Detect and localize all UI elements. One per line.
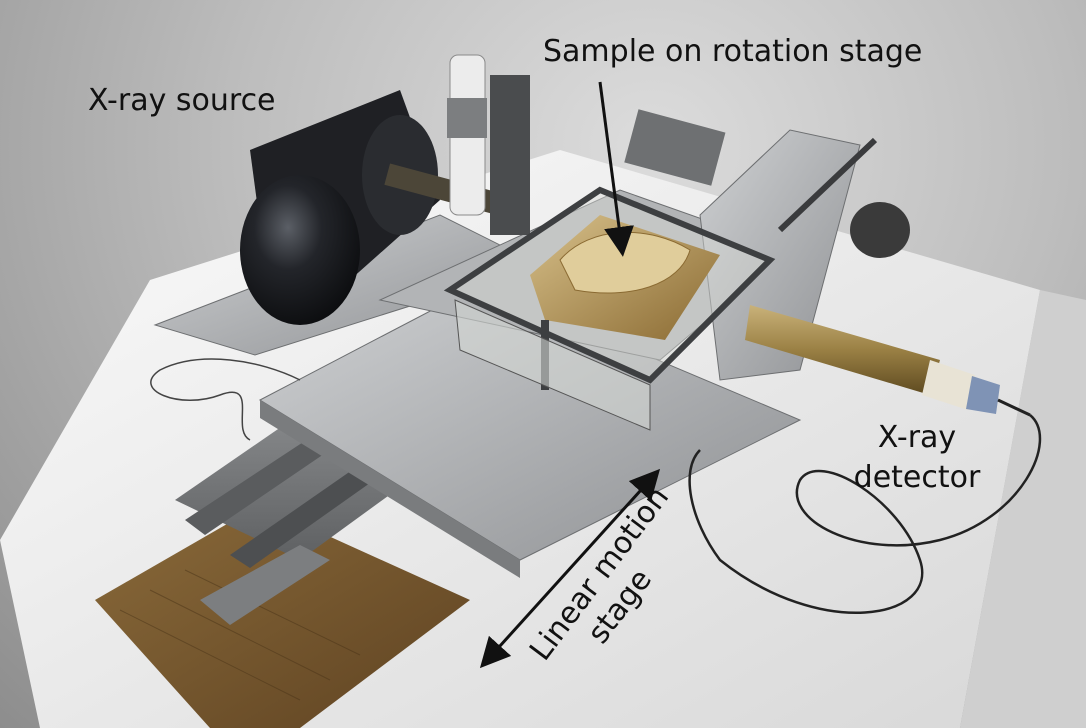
xray-detector-label: X-ray detector [842, 418, 992, 498]
xray-detector [745, 305, 1031, 417]
sample-tissue [559, 231, 691, 294]
xray-detector-label-line2: detector [853, 460, 981, 495]
sample-arrow [598, 81, 634, 257]
wooden-base [95, 505, 470, 728]
motor-knob [850, 202, 910, 258]
table-edge [960, 290, 1086, 728]
sample-stage-label: Sample on rotation stage [543, 34, 923, 69]
linear-carriage [200, 545, 330, 625]
vertical-post [490, 75, 530, 235]
platform-side [260, 400, 520, 578]
linear-motion-arrow [479, 468, 661, 669]
source-cable [150, 358, 301, 441]
clamp-block [624, 109, 726, 186]
box-front-panel [454, 299, 651, 431]
main-platform [258, 284, 802, 561]
xray-source-label: X-ray source [88, 83, 276, 118]
detector-cable [688, 414, 1042, 614]
xray-detector-label-line1: X-ray [877, 420, 957, 455]
